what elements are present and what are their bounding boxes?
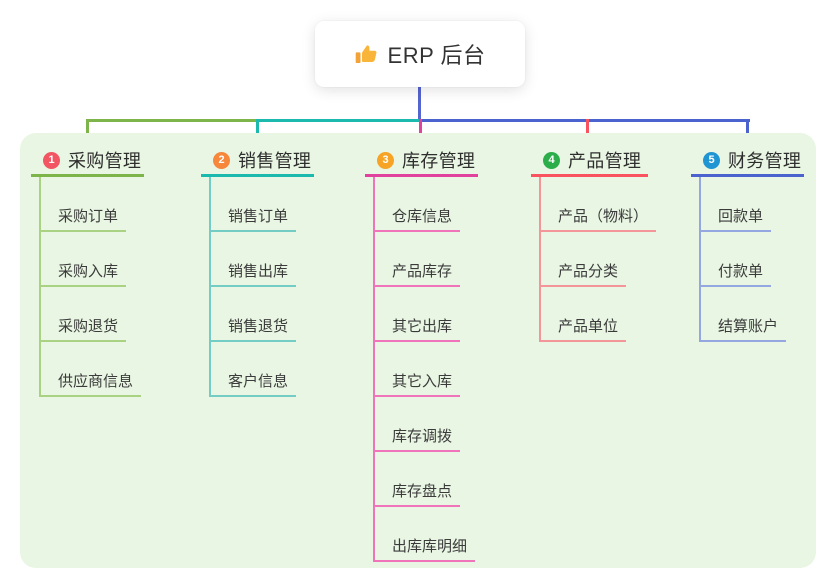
node-item[interactable]: 付款单 <box>699 232 772 287</box>
branch-badge: 4 <box>543 151 560 169</box>
branch-inventory: 3 库存管理 仓库信息 产品库存 其它出库 其它入库 库存调拨 库存盘点 出库库… <box>365 146 478 562</box>
node-item[interactable]: 其它出库 <box>373 287 461 342</box>
connector-segment-purchase <box>87 119 259 122</box>
node-item[interactable]: 产品（物料） <box>539 177 657 232</box>
node-item[interactable]: 结算账户 <box>699 287 787 342</box>
node-item[interactable]: 客户信息 <box>209 342 297 397</box>
branch-label: 销售管理 <box>238 151 312 171</box>
branch-title-finance[interactable]: 5 财务管理 <box>691 146 804 174</box>
branch-trunk-line <box>539 177 541 340</box>
branch-underline <box>365 174 478 177</box>
thumbs-up-icon <box>355 42 379 66</box>
branch-title-purchase[interactable]: 1 采购管理 <box>31 146 144 174</box>
branch-sales: 2 销售管理 销售订单 销售出库 销售退货 客户信息 <box>201 146 314 397</box>
connector-segment-finance <box>421 119 750 122</box>
mindmap-panel <box>20 133 816 568</box>
branch-trunk-line <box>373 177 375 560</box>
node-item[interactable]: 仓库信息 <box>373 177 461 232</box>
branch-product: 4 产品管理 产品（物料） 产品分类 产品单位 <box>531 146 657 342</box>
branch-label: 产品管理 <box>568 151 642 171</box>
node-item[interactable]: 销售出库 <box>209 232 297 287</box>
node-item[interactable]: 销售退货 <box>209 287 297 342</box>
branch-label: 库存管理 <box>402 151 476 171</box>
node-item[interactable]: 出库库明细 <box>373 507 476 562</box>
root-node[interactable]: ERP 后台 <box>315 21 525 87</box>
node-item[interactable]: 销售订单 <box>209 177 297 232</box>
branch-badge: 5 <box>703 151 720 169</box>
branch-trunk-line <box>39 177 41 395</box>
node-item[interactable]: 供应商信息 <box>39 342 142 397</box>
branch-title-sales[interactable]: 2 销售管理 <box>201 146 314 174</box>
branch-trunk-line <box>209 177 211 395</box>
node-item[interactable]: 采购订单 <box>39 177 127 232</box>
node-item[interactable]: 产品库存 <box>373 232 461 287</box>
root-node-label: ERP 后台 <box>387 43 486 68</box>
branch-badge: 1 <box>43 151 60 169</box>
branch-label: 采购管理 <box>68 151 142 171</box>
node-item[interactable]: 采购入库 <box>39 232 127 287</box>
node-item[interactable]: 库存调拨 <box>373 397 461 452</box>
node-item[interactable]: 其它入库 <box>373 342 461 397</box>
branch-badge: 2 <box>213 151 230 169</box>
node-item[interactable]: 产品单位 <box>539 287 627 342</box>
branch-badge: 3 <box>377 151 394 169</box>
node-item[interactable]: 产品分类 <box>539 232 627 287</box>
root-connector <box>418 86 421 122</box>
branch-title-product[interactable]: 4 产品管理 <box>531 146 656 174</box>
branch-underline <box>691 174 804 177</box>
node-item[interactable]: 回款单 <box>699 177 772 232</box>
branch-underline <box>531 174 648 177</box>
branch-underline <box>201 174 314 177</box>
connector-segment-sales <box>257 119 423 122</box>
node-item[interactable]: 库存盘点 <box>373 452 461 507</box>
branch-title-inventory[interactable]: 3 库存管理 <box>365 146 478 174</box>
branch-finance: 5 财务管理 回款单 付款单 结算账户 <box>691 146 804 342</box>
node-item[interactable]: 采购退货 <box>39 287 127 342</box>
branch-underline <box>31 174 144 177</box>
branch-label: 财务管理 <box>728 151 802 171</box>
branch-purchase: 1 采购管理 采购订单 采购入库 采购退货 供应商信息 <box>31 146 144 397</box>
branch-trunk-line <box>699 177 701 340</box>
